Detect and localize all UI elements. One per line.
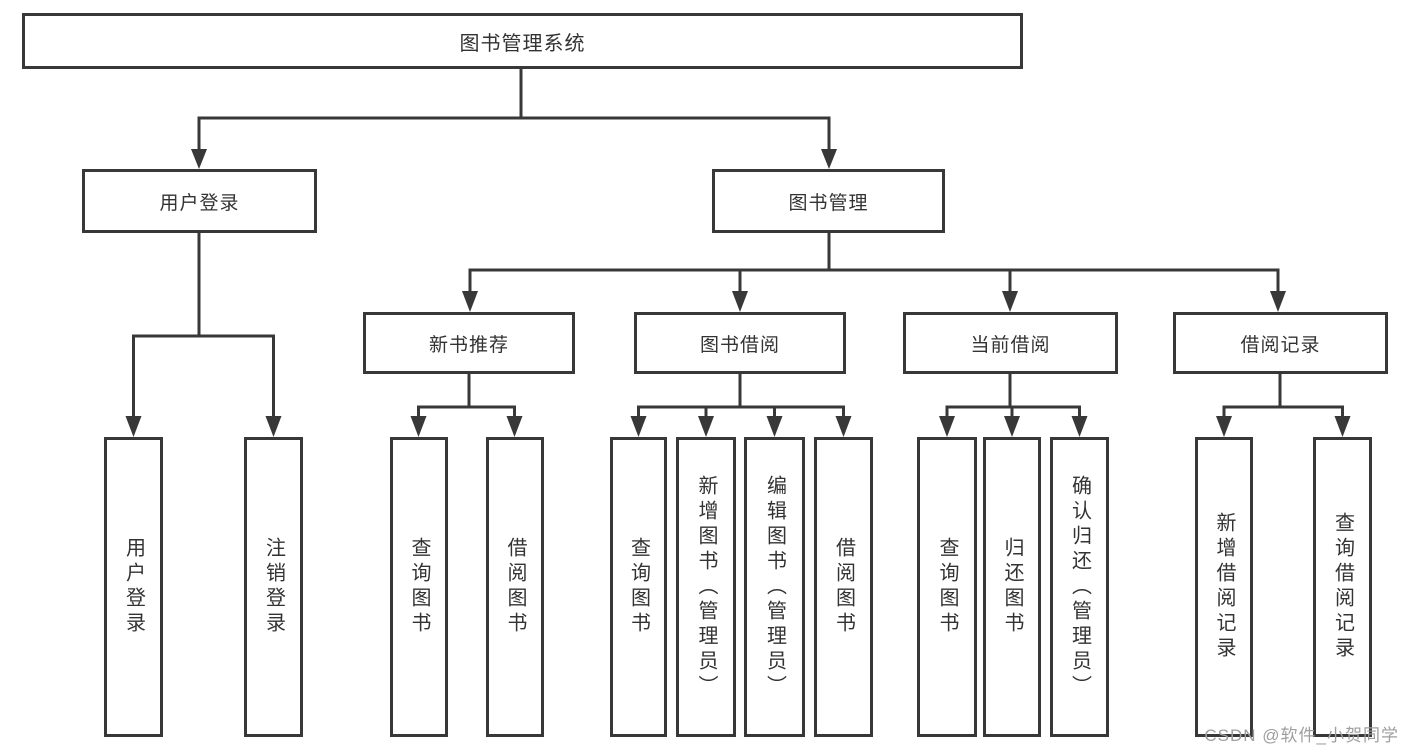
connector-user-login-children	[125, 233, 282, 437]
arrow-down-icon	[191, 149, 207, 169]
node-book-borrow: 图书借阅	[634, 312, 846, 374]
arrow-down-icon	[1334, 416, 1351, 437]
node-leaf-edit-book-admin: 编辑图书（管理员）	[744, 437, 805, 737]
node-label: 借阅图书	[504, 537, 526, 637]
arrow-down-icon	[732, 291, 748, 312]
connector-book-borrow-children	[630, 374, 852, 437]
connector-book-mgmt-children	[462, 233, 1286, 312]
connector-current-borrow-children	[939, 374, 1088, 437]
node-label: 图书借阅	[699, 334, 780, 356]
node-leaf-add-borrow-record: 新增借阅记录	[1195, 437, 1253, 737]
node-label: 当前借阅	[970, 334, 1051, 356]
node-label: 新增借阅记录	[1213, 512, 1235, 662]
node-label: 新增图书（管理员）	[695, 474, 717, 700]
arrow-down-icon	[506, 416, 523, 437]
node-label: 编辑图书（管理员）	[763, 474, 786, 700]
node-leaf-query-books-borrow: 查询图书	[610, 437, 667, 737]
arrow-down-icon	[1004, 416, 1020, 437]
arrow-down-icon	[630, 416, 647, 437]
node-leaf-confirm-return-admin: 确认归还（管理员）	[1050, 437, 1109, 737]
arrow-down-icon	[766, 416, 783, 437]
node-label: 查询图书	[627, 537, 650, 637]
node-root-system: 图书管理系统	[22, 13, 1023, 69]
node-new-books: 新书推荐	[363, 312, 575, 374]
node-leaf-query-books-newbooks: 查询图书	[390, 437, 448, 737]
connector-root-to-level2	[191, 69, 837, 169]
arrow-down-icon	[1002, 291, 1018, 312]
node-leaf-borrow-books-newbooks: 借阅图书	[486, 437, 544, 737]
node-user-login-branch: 用户登录	[82, 169, 317, 233]
node-label: 借阅图书	[832, 537, 855, 637]
node-leaf-query-borrow-record: 查询借阅记录	[1313, 437, 1372, 737]
node-label: 查询借阅记录	[1331, 512, 1354, 662]
node-leaf-user-login: 用户登录	[104, 437, 163, 737]
node-root-label: 图书管理系统	[459, 32, 586, 55]
node-label: 确认归还（管理员）	[1068, 474, 1091, 700]
arrow-down-icon	[939, 416, 955, 437]
arrow-down-icon	[462, 291, 478, 312]
arrow-down-icon	[265, 416, 282, 437]
node-leaf-borrow-books: 借阅图书	[814, 437, 873, 737]
node-label: 注销登录	[262, 537, 285, 637]
arrow-down-icon	[1216, 416, 1232, 437]
connector-borrow-records-children	[1216, 374, 1351, 437]
arrow-down-icon	[1270, 291, 1286, 312]
csdn-watermark: CSDN @软件_小贺同学	[1204, 726, 1399, 745]
node-label: 用户登录	[122, 537, 145, 637]
node-borrow-records: 借阅记录	[1173, 312, 1388, 374]
node-label: 归还图书	[1001, 537, 1023, 637]
arrow-down-icon	[410, 416, 427, 437]
node-label: 图书管理	[788, 192, 869, 214]
arrow-down-icon	[698, 416, 714, 437]
node-label: 查询图书	[936, 537, 958, 637]
node-current-borrow: 当前借阅	[903, 312, 1118, 374]
node-label: 借阅记录	[1240, 334, 1321, 356]
node-leaf-add-book-admin: 新增图书（管理员）	[676, 437, 736, 737]
arrow-down-icon	[835, 416, 852, 437]
node-label: 新书推荐	[428, 334, 509, 356]
arrow-down-icon	[125, 416, 142, 437]
node-leaf-logout: 注销登录	[244, 437, 303, 737]
node-leaf-query-books-current: 查询图书	[917, 437, 977, 737]
connector-new-books-children	[410, 374, 523, 437]
node-leaf-return-book: 归还图书	[983, 437, 1041, 737]
arrow-down-icon	[1071, 416, 1088, 437]
node-label: 用户登录	[159, 192, 240, 214]
node-book-mgmt-branch: 图书管理	[712, 169, 945, 233]
arrow-down-icon	[821, 149, 837, 169]
node-label: 查询图书	[408, 537, 430, 637]
